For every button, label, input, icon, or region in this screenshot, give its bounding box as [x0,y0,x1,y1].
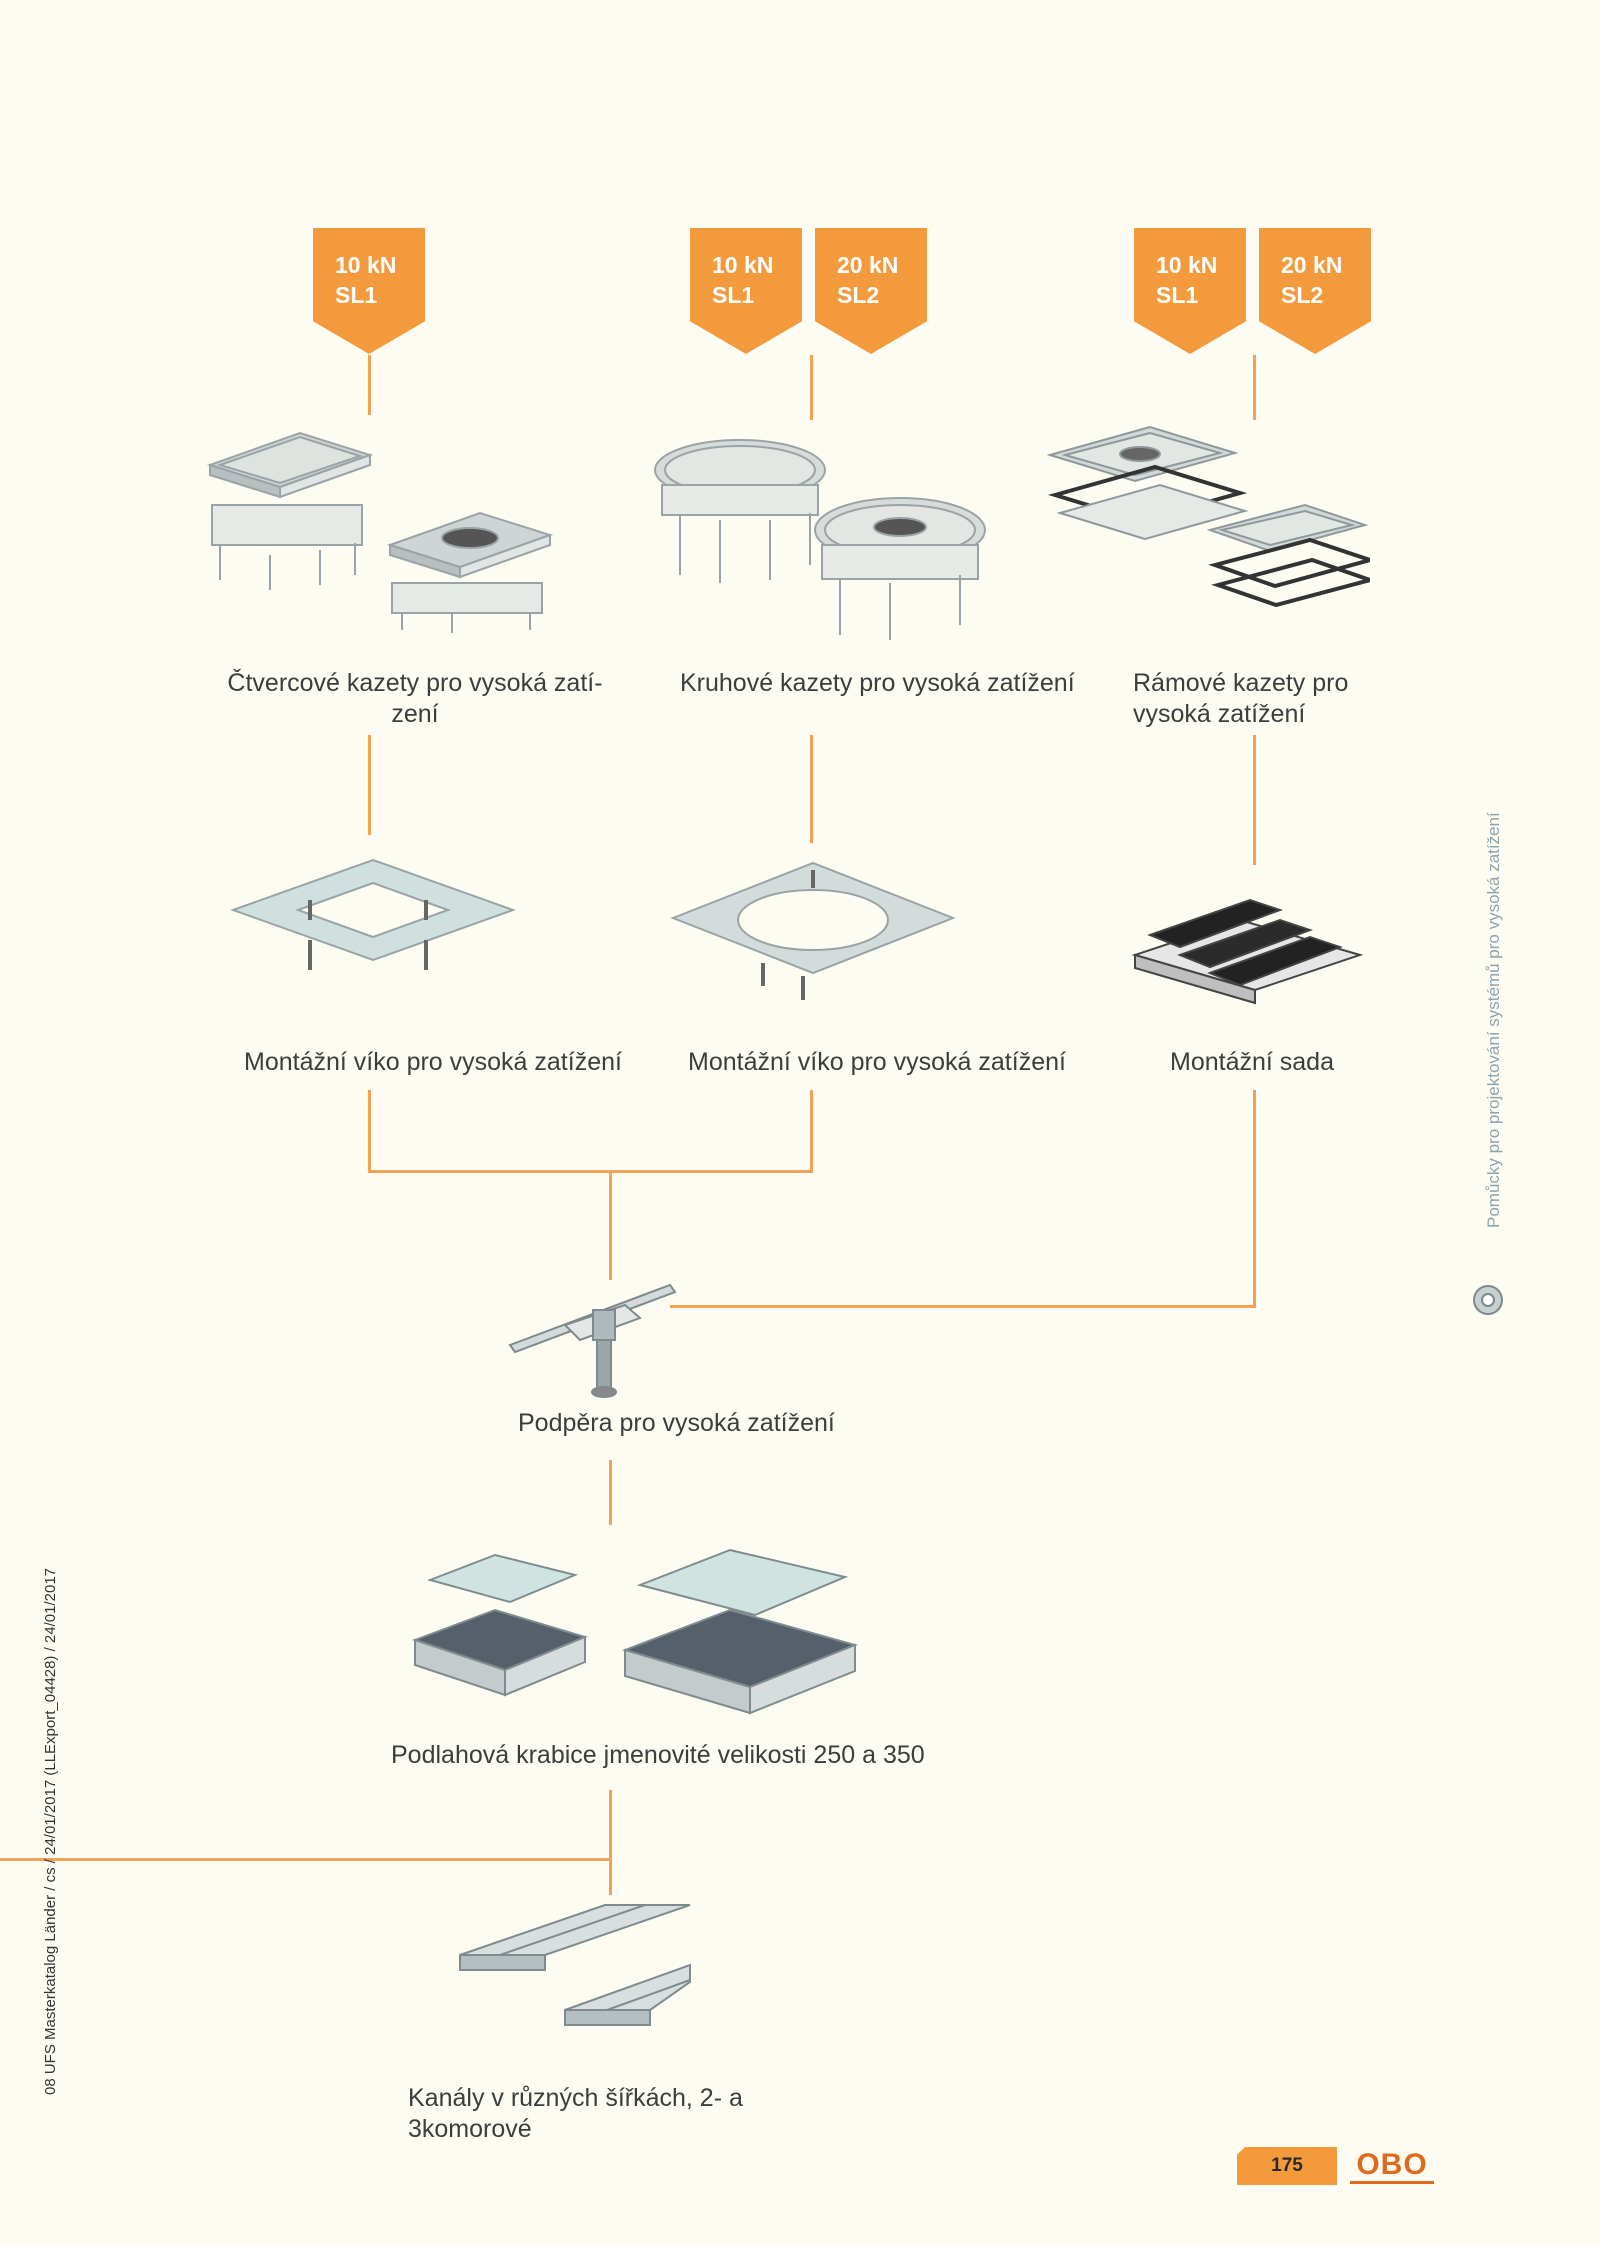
mounting-lid-square-label: Montážní víko pro vysoká zatížení [244,1048,622,1076]
load-badge-square: 10 kN SL1 [313,228,425,354]
badge-class: SL2 [837,282,880,308]
mounting-set-label: Montážní sada [1170,1048,1334,1076]
badge-load: 10 kN [712,252,774,278]
badge-class: SL1 [335,282,378,308]
badge-class: SL1 [1156,282,1199,308]
mounting-lid-round-image [670,861,956,1000]
channels-image [459,1904,691,2026]
frame-cassettes-image [1046,425,1370,608]
load-badge-frame-sl1: 10 kN SL1 [1134,228,1246,354]
page-number: 175 [1237,2147,1337,2185]
mounting-lid-round-label: Montážní víko pro vysoká zatížení [688,1048,1066,1076]
floor-box-label: Podlahová krabice jmenovité velikosti 25… [391,1741,925,1769]
square-cassettes-image [206,431,554,633]
badge-class: SL1 [712,282,755,308]
floor-box-image [412,1548,859,1715]
round-cassettes-label: Kruhové kazety pro vysoká zatížení [680,669,1075,697]
square-cassettes-label: Čtvercové kazety pro vysoká zatí- zení [227,669,603,728]
frame-cassettes-label: Rámové kazety pro vysoká zatížení [1133,669,1349,728]
cassette-icon [1473,1285,1503,1315]
support-label: Podpěra pro vysoká zatížení [518,1409,835,1437]
support-image [508,1283,677,1398]
obo-logo: OBO [1350,2148,1434,2184]
badge-load: 10 kN [335,252,397,278]
load-badge-round-sl2: 20 kN SL2 [815,228,927,354]
load-badge-round-sl1: 10 kN SL1 [690,228,802,354]
badge-class: SL2 [1281,282,1324,308]
round-cassettes-image [654,439,986,640]
load-badge-frame-sl2: 20 kN SL2 [1259,228,1371,354]
badge-load: 20 kN [837,252,899,278]
side-section-label: Pomůcky pro projektování systémů pro vys… [1484,812,1503,1228]
mounting-lid-square-image [230,858,516,970]
channels-label: Kanály v různých šířkách, 2- a 3komorové [408,2084,743,2143]
badge-load: 10 kN [1156,252,1218,278]
badge-load: 20 kN [1281,252,1343,278]
mounting-set-image [1131,898,1364,1005]
catalog-meta-text: 08 UFS Masterkatalog Länder / cs / 24/01… [42,1567,59,2095]
